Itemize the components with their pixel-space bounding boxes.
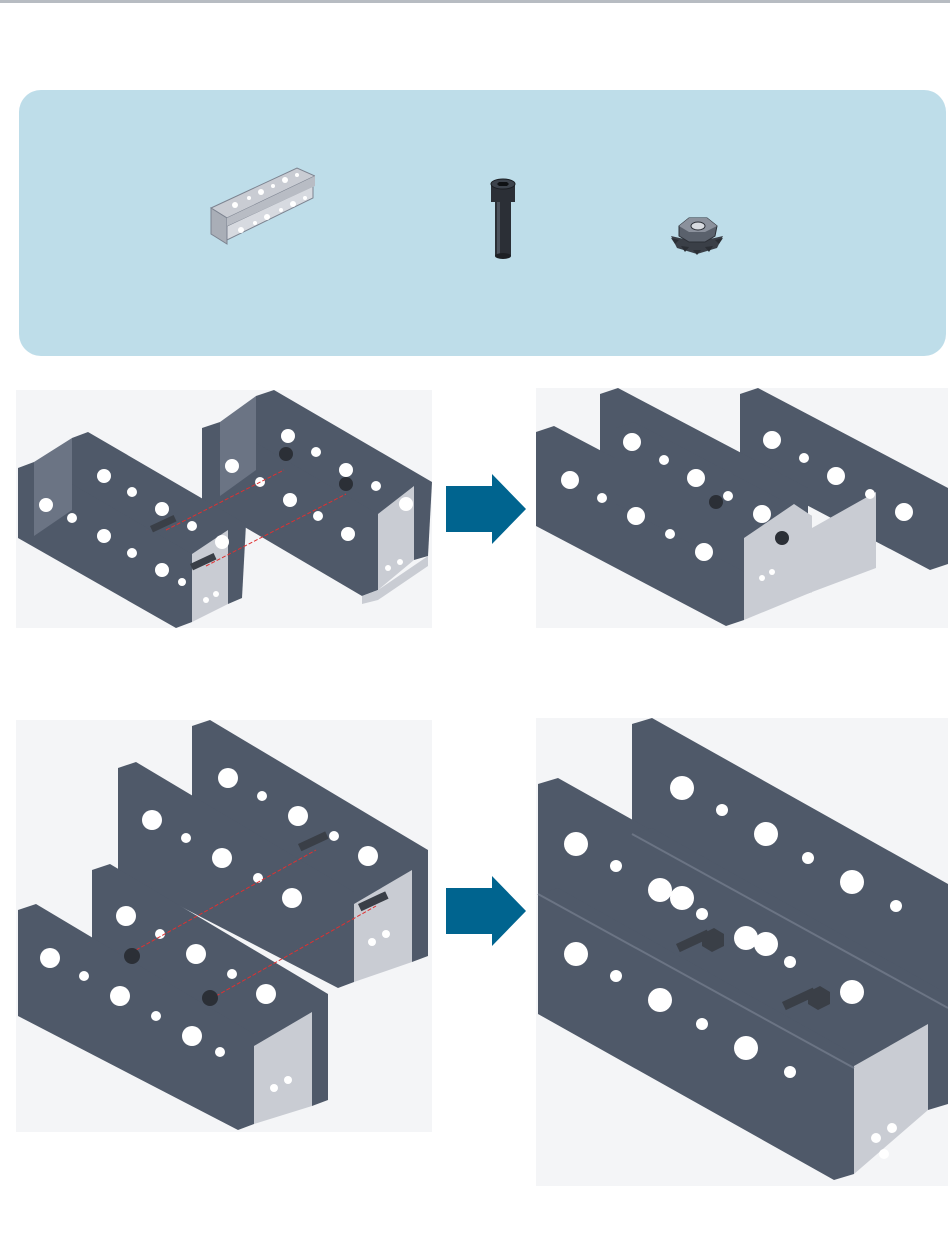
right-arrow-icon <box>446 876 526 946</box>
nut-icon <box>124 948 140 964</box>
step1-before-figure <box>16 390 432 628</box>
kep-nut-icon <box>667 212 727 256</box>
step2-before-figure <box>16 720 432 1132</box>
socket-head-screw-icon <box>485 176 521 262</box>
top-rule <box>0 0 950 3</box>
screw-head-icon <box>709 495 723 509</box>
nut-icon <box>202 990 218 1006</box>
nut-icon <box>339 477 353 491</box>
step1-after-figure <box>536 388 948 628</box>
nut-icon <box>279 447 293 461</box>
parts-panel <box>19 90 946 356</box>
step2-after-figure <box>536 718 948 1186</box>
screw-head-icon <box>775 531 789 545</box>
u-channel-icon <box>205 166 315 256</box>
right-arrow-icon <box>446 474 526 544</box>
